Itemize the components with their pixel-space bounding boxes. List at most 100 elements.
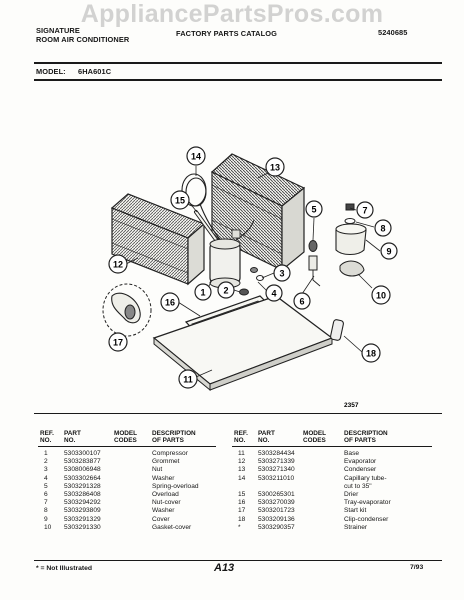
svg-text:16: 16 (165, 298, 175, 308)
model-rule (34, 79, 442, 81)
svg-text:14: 14 (191, 152, 201, 162)
svg-text:4: 4 (271, 289, 276, 299)
callout-3: 3 (273, 264, 291, 282)
description-cell: Grommet (152, 458, 180, 466)
part-no-cell: 5303286408 (64, 491, 101, 498)
svg-text:13: 13 (270, 163, 280, 173)
ref-no-cell: 2 (44, 458, 48, 466)
part-no-cell: 5303293809 (64, 507, 101, 515)
description-cell: Nut-cover (152, 499, 181, 507)
description-cell: Start kit (344, 507, 367, 515)
part-no-cell: 5303291328 (64, 482, 101, 490)
part-no-cell: 5303201723 (258, 507, 295, 515)
description-cell: Spring-overload (152, 482, 199, 490)
ref-no-cell: 12 (238, 458, 246, 466)
part-no-cell: 5303211010 (258, 474, 295, 482)
ref-no-cell: 11 (238, 450, 245, 457)
description-cell: Washer (152, 474, 175, 482)
model-label: MODEL: (36, 67, 66, 76)
brand-line-1: SIGNATURE (36, 26, 80, 35)
page-number: A13 (214, 562, 235, 574)
description-cell: Capillary tube- (344, 474, 387, 482)
model-value: 6HA601C (78, 67, 112, 76)
ref-no-cell: 16 (238, 499, 246, 507)
callout-12: 12 (108, 254, 128, 274)
leader-lines (125, 166, 381, 378)
callout-5: 5 (305, 200, 323, 218)
ref-no-cell: 13 (238, 466, 246, 474)
ref-no-cell: 4 (44, 474, 48, 482)
header-ref-no-left: REF.NO. (40, 430, 54, 444)
part-no-cell: 5308006948 (64, 466, 101, 474)
left-header-underline (38, 446, 216, 447)
condenser-coil (210, 153, 306, 272)
svg-text:1: 1 (200, 288, 205, 298)
ref-no-cell: 3 (44, 466, 48, 474)
catalog-title: FACTORY PARTS CATALOG (176, 29, 277, 38)
description-cell: Overload (152, 491, 179, 498)
callout-6: 6 (293, 292, 311, 310)
ref-no-cell: 8 (44, 507, 48, 515)
part-no-cell: 5303291329 (64, 515, 101, 523)
catalog-number: 5240685 (378, 28, 408, 37)
mounting-hardware (239, 267, 264, 296)
svg-text:17: 17 (113, 338, 123, 348)
svg-text:10: 10 (376, 291, 386, 301)
part-no-cell: 5303302664 (64, 474, 101, 482)
part-no-cell: 5303300107 (64, 450, 101, 457)
ref-no-cell: 18 (238, 515, 246, 523)
ref-no-cell: 15 (238, 491, 246, 498)
description-cell: Compressor (152, 450, 188, 457)
part-no-cell: 5303291330 (64, 523, 101, 531)
part-no-cell: 5303290357 (258, 523, 295, 531)
ref-no-cell: 5 (44, 482, 48, 490)
description-cell: Gasket-cover (152, 523, 192, 531)
description-cell: Base (344, 450, 360, 457)
part-no-cell: 5303284434 (258, 450, 295, 457)
svg-text:9: 9 (386, 247, 391, 257)
callout-10: 10 (371, 285, 391, 305)
part-no-cell: 5303294292 (64, 499, 101, 507)
ref-no-cell: 1 (44, 450, 48, 457)
ref-no-cell: 9 (44, 515, 48, 523)
description-cell: Drier (344, 491, 359, 498)
callout-9: 9 (380, 242, 398, 260)
footer-rule (34, 560, 442, 562)
callout-8: 8 (374, 219, 392, 237)
callout-14: 14 (186, 146, 206, 166)
ref-no-cell: 17 (238, 507, 246, 515)
description-cell: Cover (152, 515, 170, 523)
svg-text:6: 6 (299, 297, 304, 307)
svg-text:18: 18 (366, 349, 376, 359)
ref-no-cell: 14 (238, 474, 246, 482)
callout-13: 13 (265, 157, 285, 177)
ref-no-cell: 6 (44, 491, 48, 498)
brand-line-2: ROOM AIR CONDITIONER (36, 35, 130, 44)
condenser-clip (330, 319, 344, 341)
callout-2: 2 (217, 281, 235, 299)
header-rule (34, 62, 442, 64)
evaporator-coil (110, 193, 206, 286)
callout-16: 16 (160, 292, 180, 312)
header-ref-no-right: REF.NO. (234, 430, 248, 444)
terminal-cover-assembly (335, 203, 367, 277)
description-cell: Tray-evaporator (344, 499, 391, 507)
not-illustrated-note: * = Not Illustrated (36, 565, 93, 572)
svg-text:8: 8 (380, 224, 385, 234)
callout-1: 1 (194, 283, 212, 301)
svg-text:7: 7 (362, 206, 367, 216)
overload-assembly (308, 240, 321, 287)
figure-number: 2357 (344, 402, 359, 409)
part-no-cell: 5303270039 (258, 499, 295, 507)
description-cell: Evaporator (344, 458, 377, 466)
callout-7: 7 (356, 201, 374, 219)
ref-no-cell: * (238, 523, 241, 531)
callout-11: 11 (178, 369, 198, 389)
description-cell: Clip-condenser (344, 515, 389, 523)
description-cell: Washer (152, 507, 175, 515)
